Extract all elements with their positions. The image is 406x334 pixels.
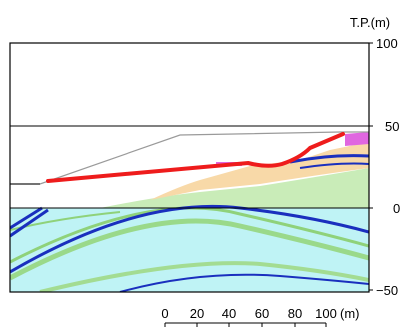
section-frame xyxy=(9,42,370,293)
elevation-tick-label: 50 xyxy=(385,119,399,134)
elevation-tick-label: 0 xyxy=(393,201,400,216)
elevation-axis: 100 50 0 −50 xyxy=(369,36,400,298)
green-arc-2 xyxy=(10,218,369,281)
green-arc-1 xyxy=(10,206,369,264)
scale-unit-label: (m) xyxy=(340,306,360,321)
magenta-layer-right xyxy=(345,132,369,146)
navy-deep-line xyxy=(119,273,369,292)
navy-anticline-line xyxy=(10,204,369,274)
navy-upper-line-2 xyxy=(299,162,369,169)
orange-fill-layer xyxy=(150,142,369,200)
navy-dip-line-2 xyxy=(10,208,49,238)
scale-tick-label: 80 xyxy=(288,306,302,321)
scale-tick-label: 20 xyxy=(190,306,204,321)
scale-tick-label: 60 xyxy=(255,306,269,321)
navy-upper-line xyxy=(289,154,369,164)
scale-tick-label: 100 xyxy=(315,306,337,321)
scale-tick-label: 40 xyxy=(222,306,236,321)
scale-tick-label: 0 xyxy=(161,306,168,321)
elevation-tick-label: 100 xyxy=(376,36,398,51)
red-slip-line xyxy=(46,132,345,183)
navy-dip-line-1 xyxy=(10,206,43,230)
elevation-tick-label: −50 xyxy=(376,283,398,298)
section-body xyxy=(10,125,369,292)
green-band-layer xyxy=(10,168,369,208)
elevation-unit-label: T.P.(m) xyxy=(350,15,390,30)
scale-bar: 0 20 40 60 80 100 (m) xyxy=(161,306,360,327)
green-arc-3 xyxy=(39,261,369,292)
